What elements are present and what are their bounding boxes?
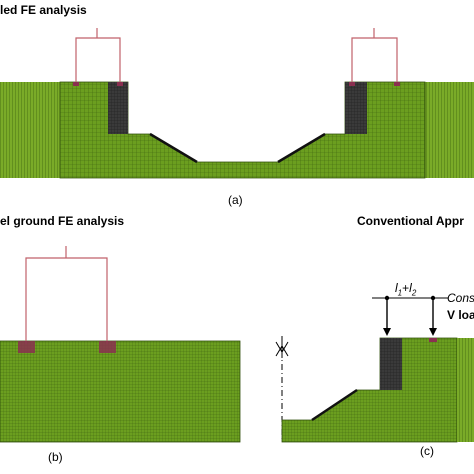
panel-c-model <box>275 295 474 443</box>
panel-c-arrowhead-left <box>383 328 391 336</box>
panel-a-right-frame <box>351 28 398 84</box>
panel-b-title: el ground FE analysis <box>0 214 125 228</box>
length-sub-1: 1 <box>397 288 403 298</box>
panel-c-wall <box>380 338 402 390</box>
panel-b-model <box>0 246 241 443</box>
panel-c-footing <box>429 338 437 342</box>
panel-b-footing-left <box>18 341 35 353</box>
panel-c-label: (c) <box>420 444 434 458</box>
panel-a-title: led FE analysis <box>0 3 87 17</box>
panel-a-left-frame <box>75 28 121 84</box>
panel-c-dim-dot-right <box>430 295 436 301</box>
panel-c-arrowhead-right <box>429 328 437 336</box>
panel-c-symmetry-icon <box>275 336 289 358</box>
panel-b-ground-mesh <box>0 340 241 443</box>
length-l2-symbol: l <box>409 281 412 295</box>
panel-c-dim-dot-left <box>384 295 390 301</box>
panel-c-vload-text: V loa <box>447 308 474 322</box>
panel-a-footing-1 <box>73 82 79 86</box>
panel-b-frame <box>25 246 108 344</box>
panel-c-title: Conventional Appr <box>357 214 464 228</box>
panel-b-label: (b) <box>48 450 63 464</box>
length-l1-symbol: l <box>395 281 398 295</box>
panel-b-footing-right <box>99 341 116 353</box>
panel-a-footing-4 <box>394 82 400 86</box>
panel-a-model <box>0 28 474 179</box>
panel-a-footing-3 <box>349 82 355 86</box>
panel-c-length-label: l1+l2 <box>395 281 416 297</box>
panel-c-ground-mesh <box>281 337 458 443</box>
length-sub-2: 2 <box>411 288 417 298</box>
panel-a-left-far-field <box>0 82 60 178</box>
panel-c-far-field <box>457 338 474 442</box>
panel-a-left-slope <box>149 132 198 164</box>
panel-a-footing-2 <box>117 82 123 86</box>
panel-c-slope <box>311 388 358 422</box>
panel-a-right-slope <box>277 132 326 164</box>
length-plus: + <box>402 281 410 295</box>
panel-a-right-wall <box>345 82 367 134</box>
panel-a-label: (a) <box>228 193 243 207</box>
panel-a-left-wall <box>108 82 128 134</box>
panel-c-cons-text: Cons <box>447 291 474 305</box>
panel-a-right-far-field <box>425 82 474 178</box>
